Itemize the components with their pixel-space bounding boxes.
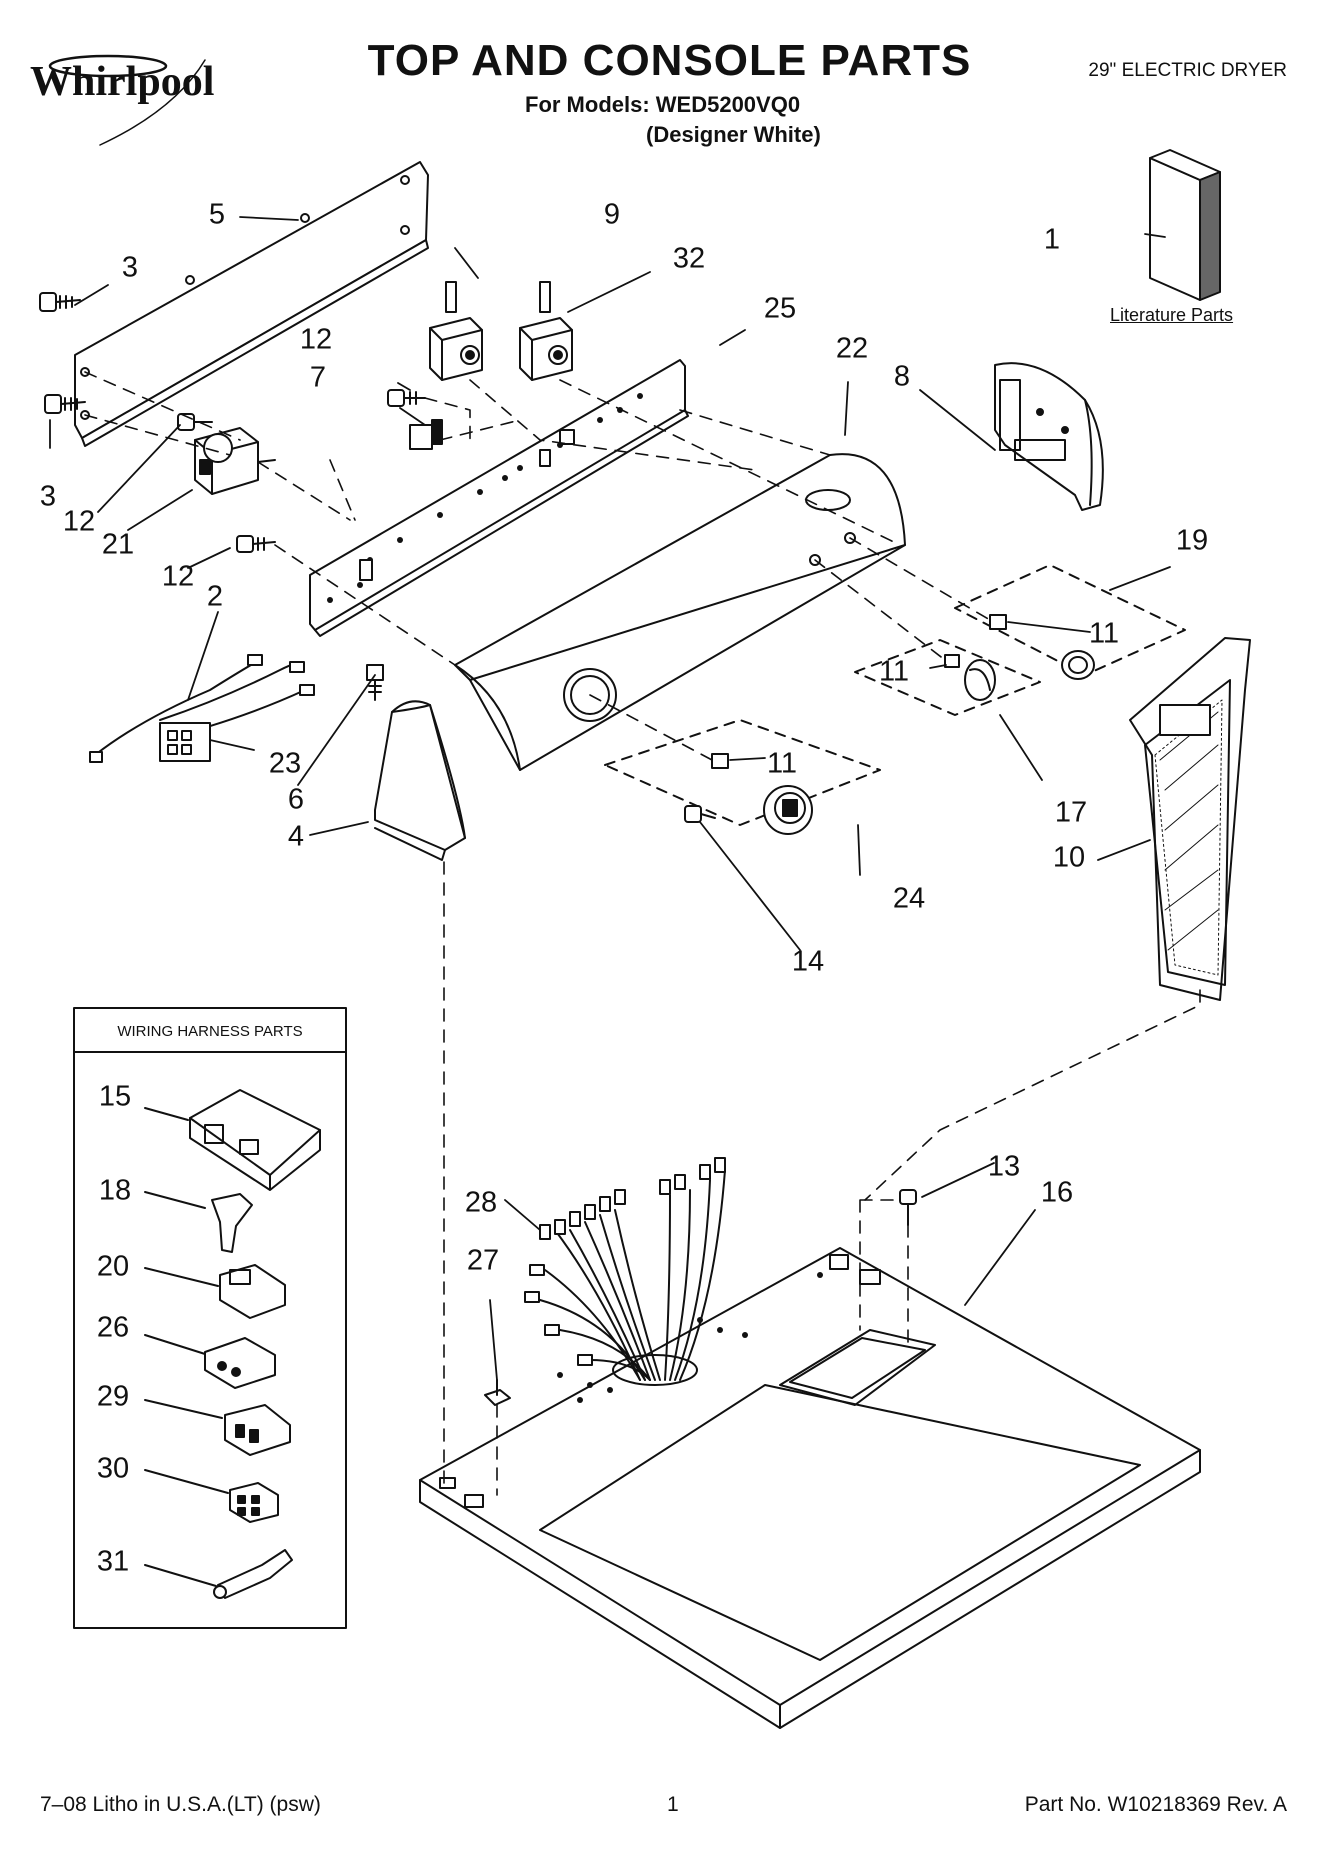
screw-6 xyxy=(366,664,384,701)
callout-22: 22 xyxy=(835,332,869,365)
callout-14: 14 xyxy=(791,945,825,978)
callout-12c: 12 xyxy=(161,560,195,593)
rear-panel-5 xyxy=(74,161,429,447)
wiring-harness-box xyxy=(73,1007,347,1629)
callout-3b: 3 xyxy=(39,480,57,513)
callout-25: 25 xyxy=(763,292,797,325)
timer-21 xyxy=(194,427,276,495)
console-bracket-25 xyxy=(309,359,689,637)
footer-litho: 7–08 Litho in U.S.A.(LT) (psw) xyxy=(40,1793,321,1816)
knob-assembly-17 xyxy=(854,639,1041,716)
callout-32: 32 xyxy=(672,242,706,275)
clip-27 xyxy=(484,1379,511,1406)
wh-callout-26: 26 xyxy=(96,1311,130,1344)
wh-callout-29: 29 xyxy=(96,1380,130,1413)
page-title: TOP AND CONSOLE PARTS xyxy=(367,36,972,85)
callout-11a: 11 xyxy=(1088,617,1120,650)
callout-23: 23 xyxy=(268,747,302,780)
callout-2: 2 xyxy=(206,580,224,613)
screw-3a xyxy=(39,292,81,312)
models-line: For Models: WED5200VQ0 xyxy=(525,92,801,117)
callout-7: 7 xyxy=(309,361,327,394)
knob-assembly-24 xyxy=(604,719,881,835)
console-22 xyxy=(454,453,906,771)
endcap-left-4 xyxy=(374,700,466,861)
callout-28: 28 xyxy=(464,1186,498,1219)
wiring-harness-title: WIRING HARNESS PARTS xyxy=(117,1023,303,1040)
callout-9: 9 xyxy=(603,198,621,231)
connector-23 xyxy=(159,722,211,762)
callout-3a: 3 xyxy=(121,251,139,284)
callout-1: 1 xyxy=(1043,223,1061,256)
clip-7 xyxy=(409,419,443,450)
callout-5: 5 xyxy=(208,198,226,231)
wh-callout-30: 30 xyxy=(96,1452,130,1485)
wire-harness-28 xyxy=(524,1157,726,1381)
knob-assembly-19 xyxy=(954,564,1186,680)
wh-callout-31: 31 xyxy=(96,1545,130,1578)
switch-32 xyxy=(519,281,573,381)
wh-callout-20: 20 xyxy=(96,1250,130,1283)
endcap-right-8 xyxy=(994,362,1104,511)
wh-callout-18: 18 xyxy=(98,1174,132,1207)
product-type: 29" ELECTRIC DRYER xyxy=(1088,60,1287,81)
whirlpool-logo-swoosh xyxy=(48,54,206,146)
callout-12b: 12 xyxy=(62,505,96,538)
footer-page-number: 1 xyxy=(667,1793,679,1816)
screw-3b xyxy=(44,394,86,414)
callout-8: 8 xyxy=(893,360,911,393)
callout-27: 27 xyxy=(466,1244,500,1277)
callout-11b: 11 xyxy=(878,655,910,688)
callout-12a: 12 xyxy=(299,323,333,356)
callout-4: 4 xyxy=(287,820,305,853)
callout-21: 21 xyxy=(101,528,135,561)
callout-6: 6 xyxy=(287,783,305,816)
lint-screen-10 xyxy=(1129,637,1251,1001)
dryer-top-16 xyxy=(419,1247,1201,1729)
footer-part-number: Part No. W10218369 Rev. A xyxy=(1024,1793,1287,1816)
callout-11c: 11 xyxy=(766,747,798,780)
screw-13 xyxy=(899,1189,917,1226)
assembly-lines xyxy=(84,371,1201,1496)
screw-12c xyxy=(236,535,276,553)
literature-parts-label: Literature Parts xyxy=(1110,305,1234,325)
callout-17: 17 xyxy=(1054,796,1088,829)
literature-booklet xyxy=(1149,149,1221,301)
callout-13: 13 xyxy=(987,1150,1021,1183)
color-line: (Designer White) xyxy=(646,122,821,147)
callout-24: 24 xyxy=(892,882,926,915)
callout-19: 19 xyxy=(1175,524,1209,557)
wh-callout-15: 15 xyxy=(98,1080,132,1113)
callout-16: 16 xyxy=(1040,1176,1074,1209)
screw-12b xyxy=(177,413,213,431)
screw-12a xyxy=(387,389,426,407)
screw-14 xyxy=(684,805,716,823)
leader-arrows xyxy=(49,216,1171,1381)
switch-9 xyxy=(429,281,483,381)
brand-logo: Whirlpool xyxy=(30,59,215,105)
callout-10: 10 xyxy=(1052,841,1086,874)
